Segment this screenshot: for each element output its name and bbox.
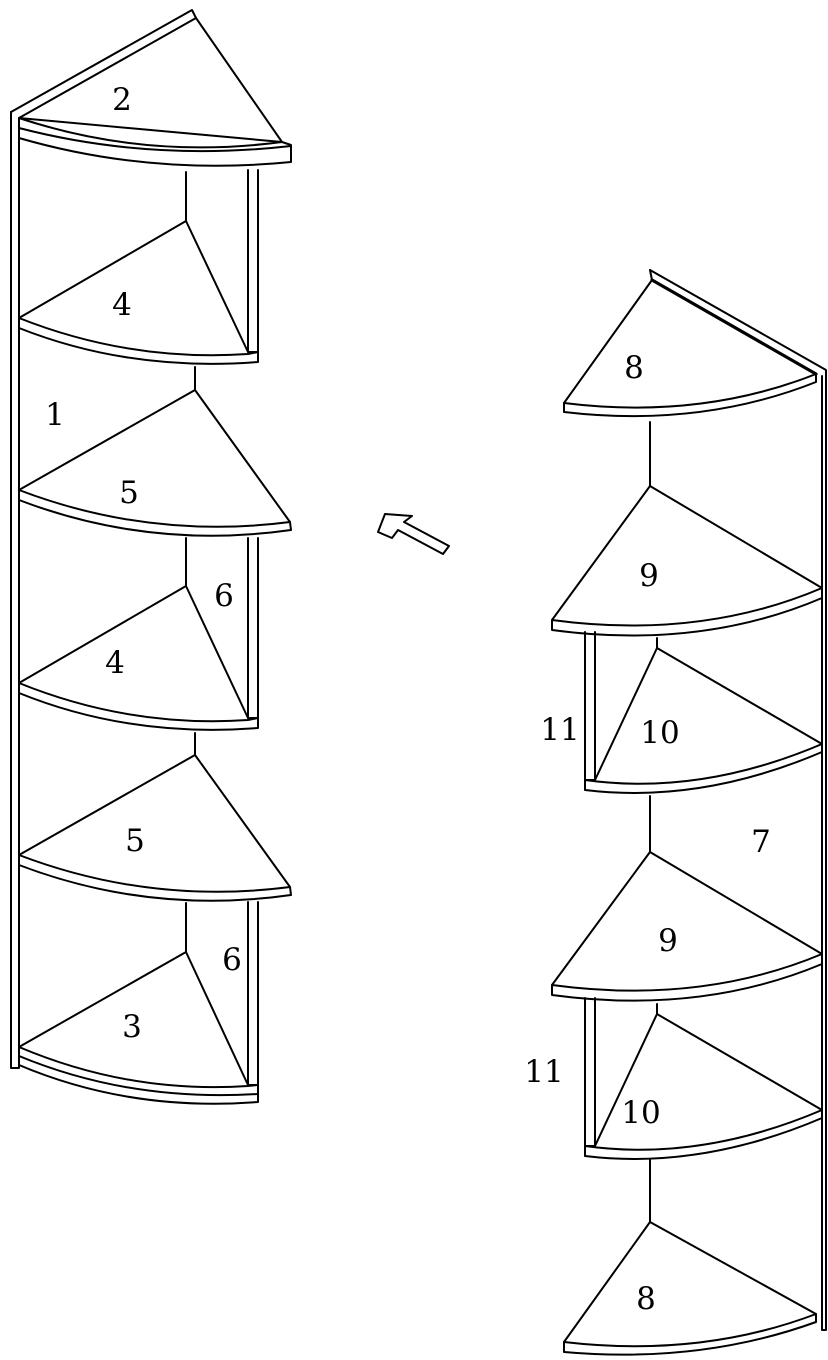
- label-part-7: 7: [751, 824, 771, 860]
- label-part-4-lower: 4: [105, 645, 125, 681]
- label-part-5-lower: 5: [125, 823, 145, 859]
- label-part-5-upper: 5: [119, 475, 139, 511]
- label-part-9-lower: 9: [658, 923, 678, 959]
- left-shelf-5-lower: [18, 754, 292, 902]
- right-side-panel: [649, 269, 827, 1331]
- label-part-3: 3: [122, 1009, 142, 1045]
- left-top-shelf: [18, 17, 292, 167]
- label-part-4-upper: 4: [112, 287, 132, 323]
- label-part-1: 1: [45, 397, 65, 433]
- label-part-10-lower: 10: [621, 1095, 660, 1131]
- left-bottom-shelf: [18, 951, 259, 1105]
- right-shelf-10-upper: [584, 647, 823, 794]
- left-back-panel-6-lower: [185, 901, 259, 1086]
- label-part-11-upper: 11: [540, 712, 579, 748]
- label-part-10-upper: 10: [640, 715, 679, 751]
- right-shelf-9-upper: [551, 485, 823, 637]
- label-part-8-top: 8: [624, 350, 644, 386]
- right-shelf-9-lower: [551, 851, 823, 1002]
- left-back-panel-upper: [185, 169, 259, 353]
- arrow-icon: [377, 513, 450, 555]
- left-shelf-4-upper: [18, 220, 259, 365]
- label-part-9-upper: 9: [639, 558, 659, 594]
- right-end-shelf-bottom: [563, 1221, 817, 1356]
- right-shelf-unit: 8 9 11 10 7 9 11 10 8: [524, 269, 827, 1356]
- label-part-8-bottom: 8: [636, 1281, 656, 1317]
- left-side-panel: [10, 9, 197, 1069]
- right-end-shelf-top: [563, 279, 817, 418]
- left-shelf-4-lower: [18, 585, 259, 731]
- left-shelf-unit: 2 4 1 5 6 4 5 6 3: [10, 9, 292, 1105]
- label-part-6-lower: 6: [222, 942, 242, 978]
- right-back-panel-11-upper: [584, 631, 658, 781]
- label-part-2: 2: [112, 82, 132, 118]
- label-part-11-lower: 11: [524, 1054, 563, 1090]
- right-shelf-10-lower: [584, 1013, 823, 1160]
- left-back-panel-6-upper: [185, 537, 259, 719]
- left-shelf-5-upper: [18, 389, 292, 537]
- label-part-6-upper: 6: [214, 578, 234, 614]
